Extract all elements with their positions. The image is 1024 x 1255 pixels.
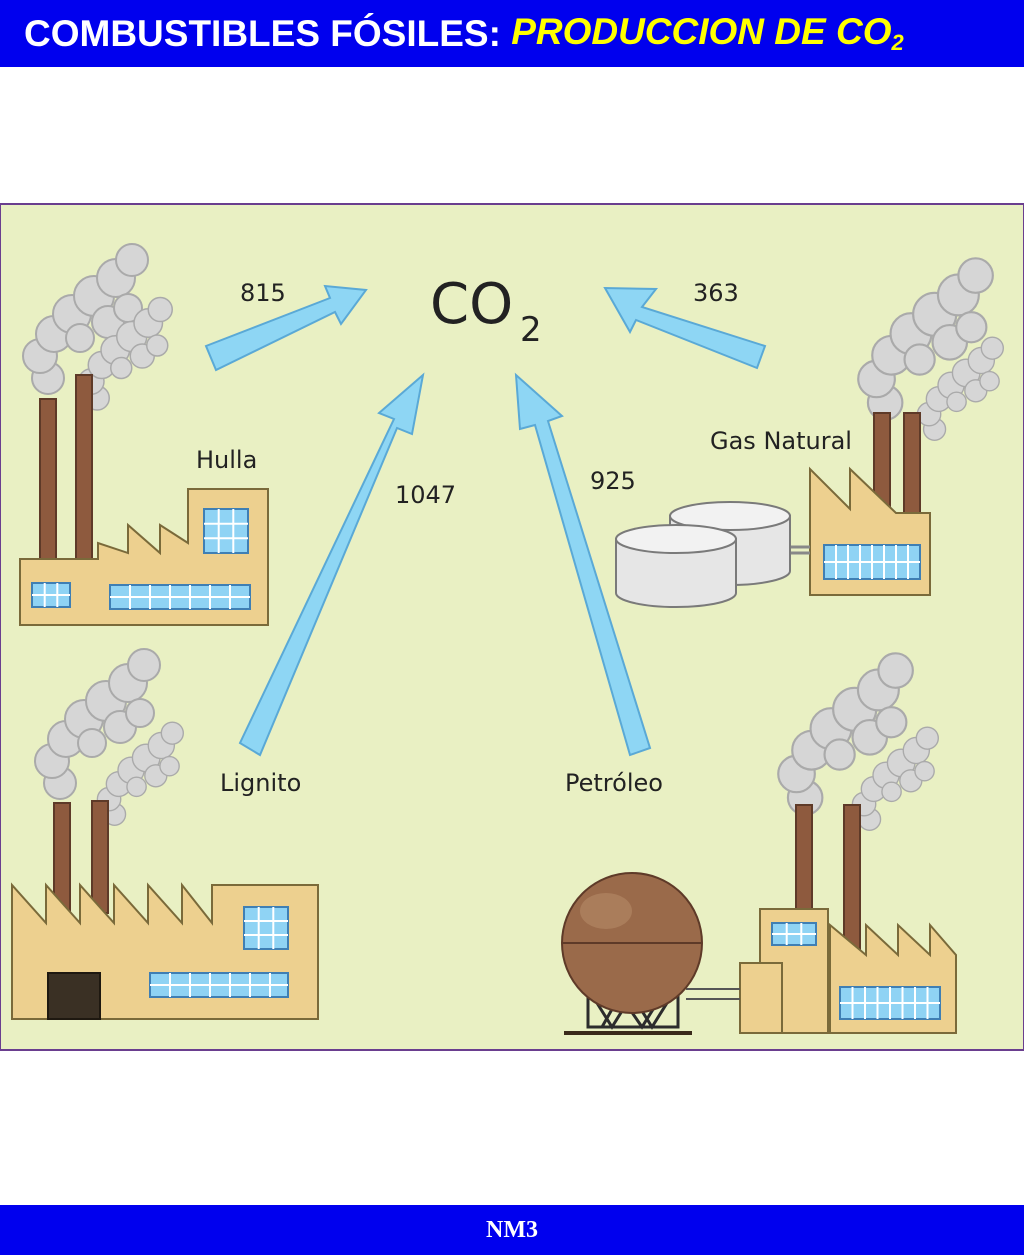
source-petroleo: Petróleo <box>565 769 663 797</box>
slide-footer: NM3 <box>0 1205 1024 1255</box>
petroleo-refinery-illustration <box>561 652 957 1035</box>
arrow-gas-natural <box>603 286 767 370</box>
value-hulla: 815 <box>240 279 286 307</box>
source-lignito: Lignito <box>220 769 301 797</box>
title-main: COMBUSTIBLES FÓSILES: <box>24 12 501 54</box>
arrow-hulla <box>204 284 368 372</box>
arrow-lignito <box>238 372 425 757</box>
footer-label: NM3 <box>486 1216 538 1243</box>
slide-header: COMBUSTIBLES FÓSILES: PRODUCCION DE CO2 <box>0 0 1024 67</box>
value-gas-natural: 363 <box>693 279 739 307</box>
co2-label: CO <box>430 272 513 337</box>
lignito-factory-illustration <box>11 647 319 1020</box>
source-gas-natural: Gas Natural <box>710 427 852 455</box>
hulla-factory-illustration <box>19 242 269 626</box>
arrow-petroleo <box>514 372 652 757</box>
value-lignito: 1047 <box>395 481 456 509</box>
gas-natural-plant-illustration <box>615 257 1005 608</box>
value-petroleo: 925 <box>590 467 636 495</box>
title-subscript: 2 <box>891 30 904 55</box>
co2-subscript: 2 <box>520 310 542 350</box>
source-hulla: Hulla <box>196 446 257 474</box>
title-highlight: PRODUCCION DE CO2 <box>511 11 904 55</box>
co2-diagram: CO 2 815 1047 925 363 Hulla Lignito Petr… <box>0 203 1024 1051</box>
